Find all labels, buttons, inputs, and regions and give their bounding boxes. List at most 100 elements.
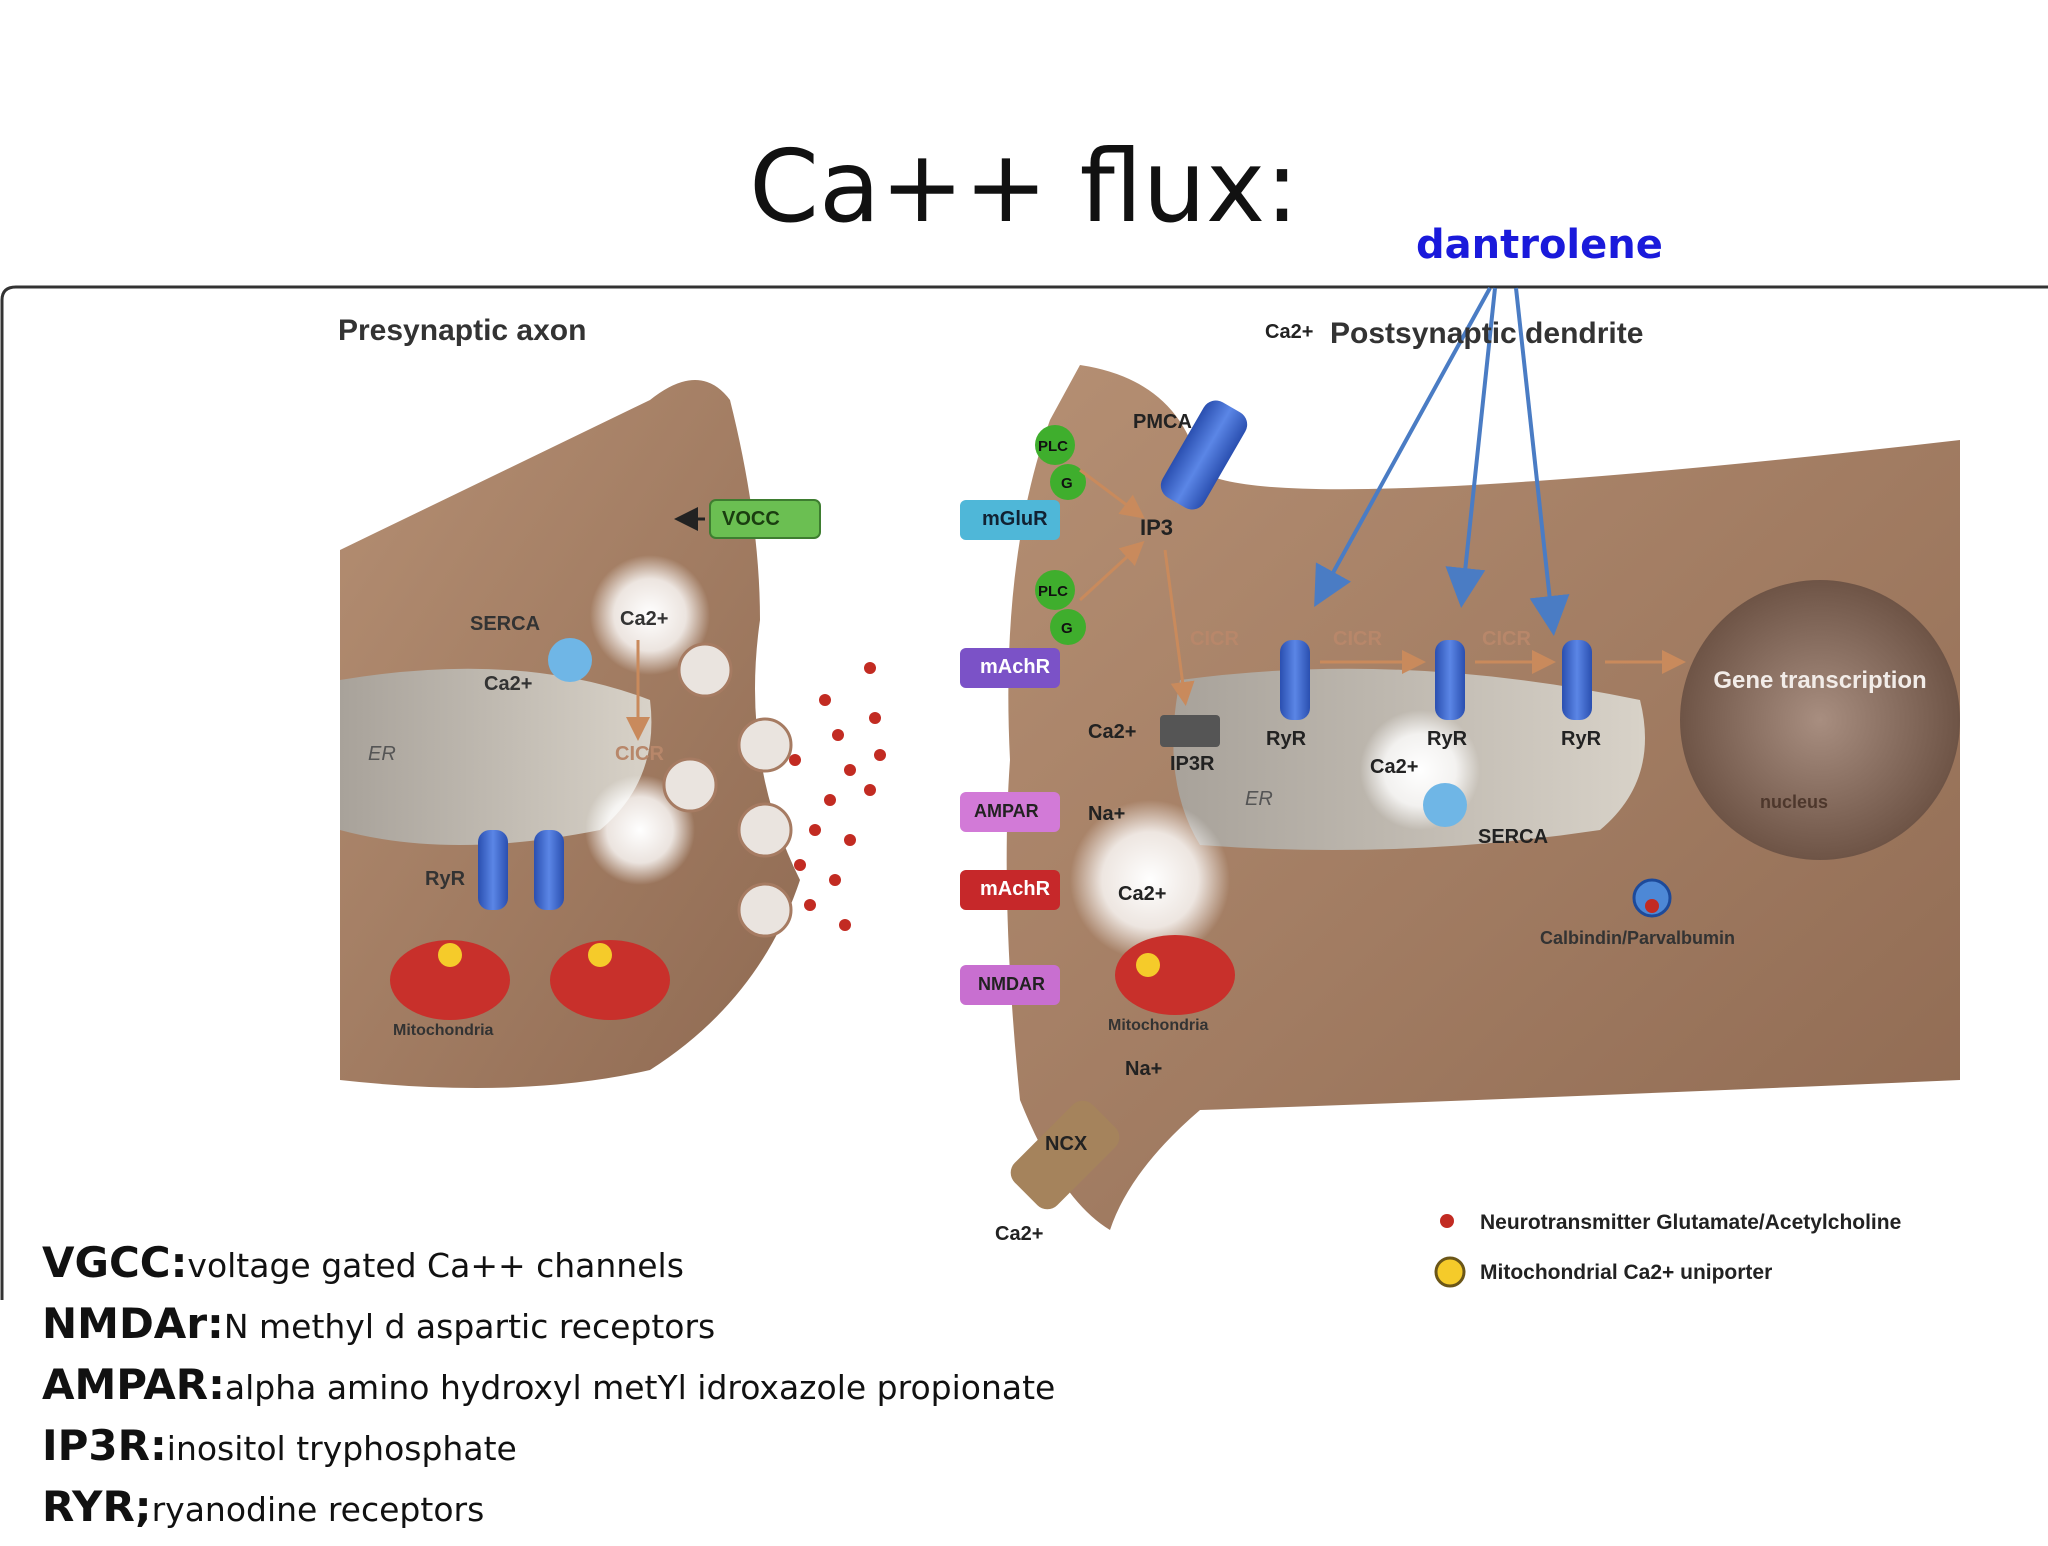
cicr-label: CICR bbox=[1333, 628, 1382, 650]
figure-frame bbox=[0, 285, 2048, 1300]
ncx-label: NCX bbox=[1045, 1133, 1088, 1155]
g-label: G bbox=[1061, 620, 1073, 637]
ip3r-label: IP3R bbox=[1170, 753, 1215, 775]
cicr-label: CICR bbox=[615, 743, 664, 765]
ryr-label: RyR bbox=[1561, 728, 1602, 750]
machr-label: mAchR bbox=[980, 878, 1051, 900]
abbreviation-description: N methyl d aspartic receptors bbox=[223, 1307, 716, 1346]
mitochondrion-pre-1 bbox=[390, 940, 510, 1020]
serca-label: SERCA bbox=[1478, 826, 1548, 848]
ip3-label: IP3 bbox=[1140, 515, 1173, 540]
vesicle bbox=[662, 757, 718, 813]
uniporter-icon bbox=[1136, 953, 1160, 977]
uniporter-icon bbox=[438, 943, 462, 967]
ryr-channel-post-1 bbox=[1280, 640, 1310, 720]
serca-label: SERCA bbox=[470, 613, 540, 635]
plc-label: PLC bbox=[1038, 438, 1068, 455]
ryr-channel-post-3 bbox=[1562, 640, 1592, 720]
plc-label: PLC bbox=[1038, 583, 1068, 600]
presynaptic-er bbox=[340, 668, 652, 845]
nmdar-label: NMDAR bbox=[978, 974, 1045, 994]
g-protein bbox=[1050, 464, 1086, 500]
abbreviation-term: RYR; bbox=[42, 1482, 152, 1531]
nicotinic-machr-receptor bbox=[960, 870, 1060, 910]
abbreviation-ampar: AMPAR:alpha amino hydroxyl metYl idroxaz… bbox=[42, 1354, 1055, 1415]
calbindin-label: Calbindin/Parvalbumin bbox=[1540, 928, 1735, 948]
abbreviation-ip3r: IP3R:inositol tryphosphate bbox=[42, 1415, 1055, 1476]
gene-transcription-label: Gene transcription bbox=[1713, 667, 1926, 694]
ryr-channel-pre-1 bbox=[478, 830, 508, 910]
mitochondrion-post bbox=[1115, 935, 1235, 1015]
machr-label: mAchR bbox=[980, 656, 1051, 678]
vocc-label: VOCC bbox=[722, 508, 780, 530]
er-label: ER bbox=[1245, 788, 1273, 810]
abbreviation-ryr: RYR;ryanodine receptors bbox=[42, 1476, 1055, 1537]
nucleus-label: nucleus bbox=[1760, 792, 1828, 812]
ryr-label: RyR bbox=[1427, 728, 1468, 750]
abbreviation-term: VGCC: bbox=[42, 1238, 188, 1287]
ca-label: Ca2+ bbox=[620, 608, 668, 630]
cicr-label: CICR bbox=[1190, 628, 1239, 650]
pmca-channel bbox=[1160, 400, 1248, 510]
g-protein bbox=[1050, 609, 1086, 645]
abbreviation-nmdar: NMDAr:N methyl d aspartic receptors bbox=[42, 1293, 1055, 1354]
na-label: Na+ bbox=[1125, 1058, 1162, 1080]
abbreviation-term: NMDAr: bbox=[42, 1299, 224, 1348]
legend-uniporter: Mitochondrial Ca2+ uniporter bbox=[1480, 1261, 1772, 1284]
vocc-channel bbox=[674, 499, 821, 539]
vesicle bbox=[737, 717, 793, 773]
ca-label: Ca2+ bbox=[1370, 756, 1418, 778]
plc-protein bbox=[1035, 570, 1075, 610]
presynaptic-axon-label: Presynaptic axon bbox=[338, 314, 586, 347]
abbreviation-description: voltage gated Ca++ channels bbox=[187, 1246, 684, 1285]
cicr-label: CICR bbox=[1482, 628, 1531, 650]
abbreviation-description: alpha amino hydroxyl metYl idroxazole pr… bbox=[224, 1368, 1056, 1407]
uniporter-icon bbox=[1434, 1256, 1466, 1288]
ampar-label: AMPAR bbox=[974, 801, 1039, 821]
abbreviation-description: ryanodine receptors bbox=[151, 1490, 485, 1529]
na-label: Na+ bbox=[1088, 803, 1125, 825]
uniporter-icon bbox=[588, 943, 612, 967]
nmdar-receptor bbox=[960, 965, 1060, 1005]
ampar-receptor bbox=[960, 792, 1060, 832]
abbreviation-term: AMPAR: bbox=[42, 1360, 225, 1409]
calbindin-protein bbox=[1632, 878, 1672, 918]
ca-label: Ca2+ bbox=[484, 673, 532, 695]
mitochondria-label: Mitochondria bbox=[1108, 1017, 1209, 1034]
g-label: G bbox=[1061, 475, 1073, 492]
machr-receptor bbox=[960, 648, 1060, 688]
plc-protein bbox=[1035, 425, 1075, 465]
ryr-label: RyR bbox=[425, 868, 466, 890]
mitochondria-label: Mitochondria bbox=[393, 1022, 494, 1039]
abbreviation-list: VGCC:voltage gated Ca++ channels NMDAr:N… bbox=[42, 1232, 1055, 1537]
gene-transcription-text: Gene transcription bbox=[1713, 667, 1926, 694]
ca-glow bbox=[585, 775, 695, 885]
ca-glow bbox=[1070, 800, 1230, 960]
abbreviation-vgcc: VGCC:voltage gated Ca++ channels bbox=[42, 1232, 1055, 1293]
vesicle bbox=[737, 802, 793, 858]
postsynaptic-dendrite-label: Postsynaptic dendrite bbox=[1330, 317, 1643, 350]
ca-label: Ca2+ bbox=[1088, 721, 1136, 743]
abbreviation-description: inositol tryphosphate bbox=[166, 1429, 517, 1468]
mglur-receptor bbox=[960, 500, 1060, 540]
ca-label: Ca2+ bbox=[1118, 883, 1166, 905]
calbindin-ca-dot bbox=[1645, 899, 1659, 913]
ip3r-channel bbox=[1160, 715, 1220, 747]
mglur-label: mGluR bbox=[982, 508, 1048, 530]
vesicle bbox=[737, 882, 793, 938]
ryr-channel-pre-2 bbox=[534, 830, 564, 910]
mitochondrion-pre-2 bbox=[550, 940, 670, 1020]
ryr-channel-post-2 bbox=[1435, 640, 1465, 720]
ryr-label: RyR bbox=[1266, 728, 1307, 750]
serca-pump-pre bbox=[548, 638, 592, 682]
abbreviation-term: IP3R: bbox=[42, 1421, 167, 1470]
neurotransmitter-cloud bbox=[789, 662, 886, 931]
dantrolene-arrows bbox=[1314, 287, 1570, 636]
pmca-label: PMCA bbox=[1133, 411, 1192, 433]
legend-neurotransmitter: Neurotransmitter Glutamate/Acetylcholine bbox=[1480, 1211, 1901, 1234]
nucleus bbox=[1680, 580, 1960, 860]
serca-pump-post bbox=[1423, 783, 1467, 827]
vesicle bbox=[677, 642, 733, 698]
er-label: ER bbox=[368, 743, 396, 765]
